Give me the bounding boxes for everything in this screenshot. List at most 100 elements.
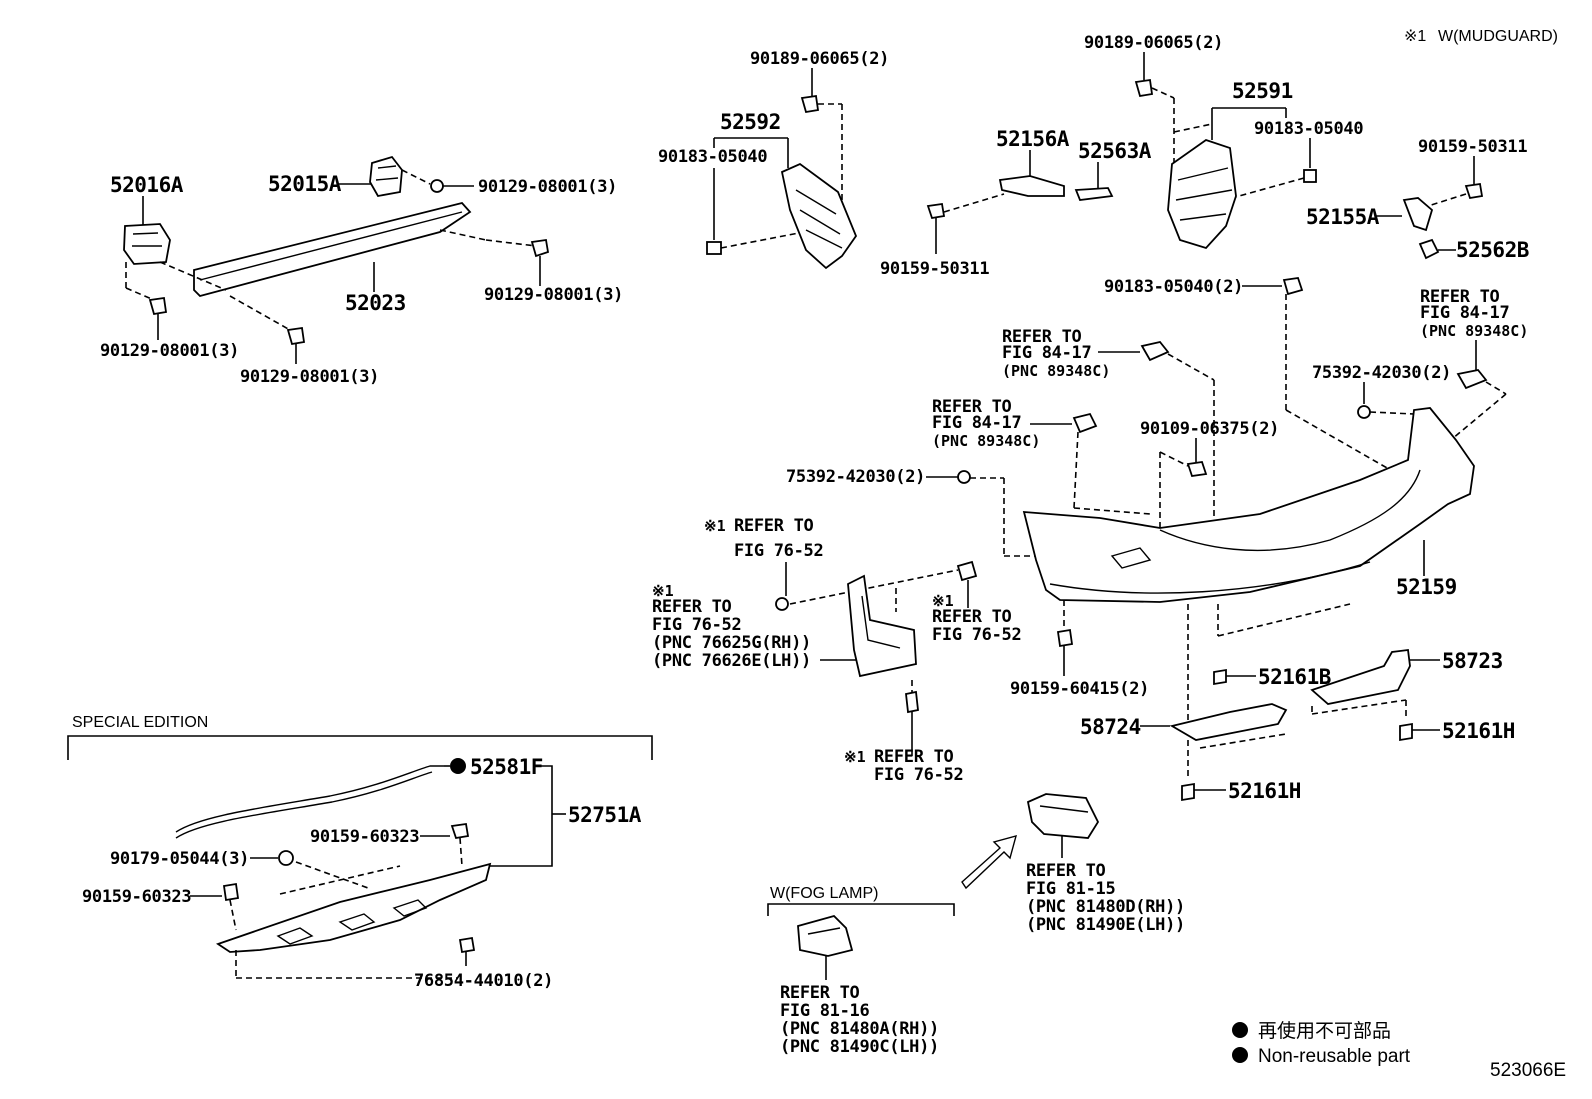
ref-b-line1: REFER TO: [1002, 327, 1082, 347]
fog-lamp-cover-right: [1026, 793, 1100, 839]
ref-fig-84-17-a[interactable]: REFER TO FIG 84-17 (PNC 89348C): [1420, 287, 1528, 340]
bumper-reflector: [1110, 547, 1152, 569]
part-90129-08001-b[interactable]: 90129-08001(3): [484, 285, 623, 305]
fog-lamp-cover-right-detail: [1039, 805, 1089, 813]
ref-e-line4: (PNC 76626E(LH)): [652, 651, 811, 671]
screw-90159-a: [926, 202, 946, 220]
clip-ref-f: [956, 560, 978, 582]
part-90183-05040-b[interactable]: 90183-05040: [1254, 119, 1364, 139]
ref-mudguard-clip-b[interactable]: ※1 REFER TO FIG 76-52: [932, 592, 1022, 645]
guide-ref-d: [789, 569, 959, 605]
part-52161H-b[interactable]: 52161H: [1228, 779, 1301, 803]
bracket-52016A-shape: [123, 223, 171, 265]
part-52023[interactable]: 52023: [345, 291, 406, 315]
ref-c-line2: FIG 84-17: [932, 413, 1021, 433]
part-90179-05044[interactable]: 90179-05044(3): [110, 849, 249, 869]
part-52016A[interactable]: 52016A: [110, 173, 184, 197]
guide-ref-c: [1073, 431, 1079, 509]
part-52581F[interactable]: 52581F: [470, 755, 543, 779]
part-52159[interactable]: 52159: [1396, 575, 1457, 599]
part-58723[interactable]: 58723: [1442, 649, 1503, 673]
part-90189-06065-b[interactable]: 90189-06065(2): [1084, 33, 1223, 53]
ref-mudguard-clip[interactable]: ※1 REFER TO FIG 76-52: [704, 516, 824, 561]
guide-90189-b: [1151, 87, 1175, 99]
rear-bumper-cover-52159: [1022, 407, 1475, 603]
guide-52161B-2: [1217, 603, 1351, 637]
bolt-90129-c: [148, 296, 168, 316]
guide-90179-2: [279, 865, 401, 895]
ref-d-line1: REFER TO: [734, 516, 814, 536]
part-52161B[interactable]: 52161B: [1258, 665, 1331, 689]
legend-bullet-en: [1232, 1047, 1248, 1063]
part-58724[interactable]: 58724: [1080, 715, 1141, 739]
bracket-52016A-detail: [132, 232, 162, 247]
clip-90189-a: [800, 94, 820, 114]
part-90159-60323-b[interactable]: 90159-60323: [82, 887, 192, 907]
guide-90159-b: [1427, 193, 1467, 207]
non-reusable-mark-52581F: [450, 758, 466, 774]
guide-beam-right-2: [485, 239, 537, 247]
guide-90183-b: [1231, 177, 1305, 199]
mudguard-shape: [847, 574, 917, 678]
garnish-52751A-shape: [215, 862, 492, 953]
part-52563A[interactable]: 52563A: [1078, 139, 1152, 163]
cover-58723-shape: [1310, 648, 1411, 705]
part-90159-60415[interactable]: 90159-60415(2): [1010, 679, 1149, 699]
screw-90159-c: [1056, 628, 1074, 648]
part-52591[interactable]: 52591: [1232, 79, 1293, 103]
part-90159-60323-a[interactable]: 90159-60323: [310, 827, 420, 847]
part-90129-08001-c[interactable]: 90129-08001(3): [100, 341, 239, 361]
part-90189-06065-a[interactable]: 90189-06065(2): [750, 49, 889, 69]
retainer-52562B-shape: [1418, 238, 1440, 260]
ref-fig-84-17-c[interactable]: REFER TO FIG 84-17 (PNC 89348C): [932, 397, 1040, 450]
ref-fig-84-17-b[interactable]: REFER TO FIG 84-17 (PNC 89348C): [1002, 327, 1110, 380]
sensor-ref-b: [1140, 340, 1170, 362]
ref-h-line2: FIG 81-15: [1026, 879, 1115, 899]
part-90183-05040-a[interactable]: 90183-05040: [658, 147, 768, 167]
arrow-icon: [961, 835, 1017, 890]
part-90129-08001-a[interactable]: 90129-08001(3): [478, 177, 617, 197]
ref-i-line4: (PNC 81490C(LH)): [780, 1037, 939, 1057]
part-52155A[interactable]: 52155A: [1306, 205, 1380, 229]
part-75392-42030-a[interactable]: 75392-42030(2): [1312, 363, 1451, 383]
part-75392-42030-b[interactable]: 75392-42030(2): [786, 467, 925, 487]
part-90183-05040-c[interactable]: 90183-05040(2): [1104, 277, 1243, 297]
part-52592[interactable]: 52592: [720, 110, 781, 134]
part-90159-50311-b[interactable]: 90159-50311: [1418, 137, 1528, 157]
ref-i-line2: FIG 81-16: [780, 1001, 869, 1021]
liner-52591-ribs: [1175, 167, 1233, 221]
ref-fig-81-16[interactable]: REFER TO FIG 81-16 (PNC 81480A(RH)) (PNC…: [780, 983, 939, 1057]
guide-ref-b: [1167, 353, 1215, 381]
ref-f-mark: ※1: [932, 592, 954, 610]
ref-d-mark: ※1: [704, 517, 726, 535]
bracket-52155A-shape: [1402, 197, 1434, 232]
cover-58724-shape: [1169, 703, 1288, 741]
guide-90129-c: [125, 287, 155, 301]
part-90159-50311-a[interactable]: 90159-50311: [880, 259, 990, 279]
bracket-52015A-shape: [369, 155, 403, 197]
ref-mudguard-screw[interactable]: ※1 REFER TO FIG 76-52: [844, 747, 964, 785]
part-52015A[interactable]: 52015A: [268, 172, 342, 196]
part-52156A[interactable]: 52156A: [996, 127, 1070, 151]
ref-b-line2: FIG 84-17: [1002, 343, 1091, 363]
mudguard-note: W(MUDGUARD): [1438, 28, 1558, 45]
legend-jp: 再使用不可部品: [1258, 1020, 1391, 1042]
part-76854-44010[interactable]: 76854-44010(2): [414, 971, 553, 991]
ref-f-line2: FIG 76-52: [932, 625, 1021, 645]
guide-58724-2: [1199, 733, 1287, 749]
reinforcement-beam-52023: [193, 201, 472, 298]
ref-d-line2: FIG 76-52: [734, 541, 823, 561]
ref-fig-81-15[interactable]: REFER TO FIG 81-15 (PNC 81480D(RH)) (PNC…: [1026, 861, 1185, 935]
ref-a-line3: (PNC 89348C): [1420, 322, 1528, 340]
part-52751A[interactable]: 52751A: [568, 803, 642, 827]
part-90129-08001-d[interactable]: 90129-08001(3): [240, 367, 379, 387]
ref-g-line2: FIG 76-52: [874, 765, 963, 785]
part-90109-06375[interactable]: 90109-06375(2): [1140, 419, 1279, 439]
ref-mudguard[interactable]: ※1 REFER TO FIG 76-52 (PNC 76625G(RH)) (…: [652, 582, 811, 671]
part-52562B[interactable]: 52562B: [1456, 238, 1529, 262]
clip-76854: [458, 936, 476, 954]
part-52161H-a[interactable]: 52161H: [1442, 719, 1515, 743]
legend-en: Non-reusable part: [1258, 1046, 1411, 1067]
ref-a-line1: REFER TO: [1420, 287, 1500, 307]
